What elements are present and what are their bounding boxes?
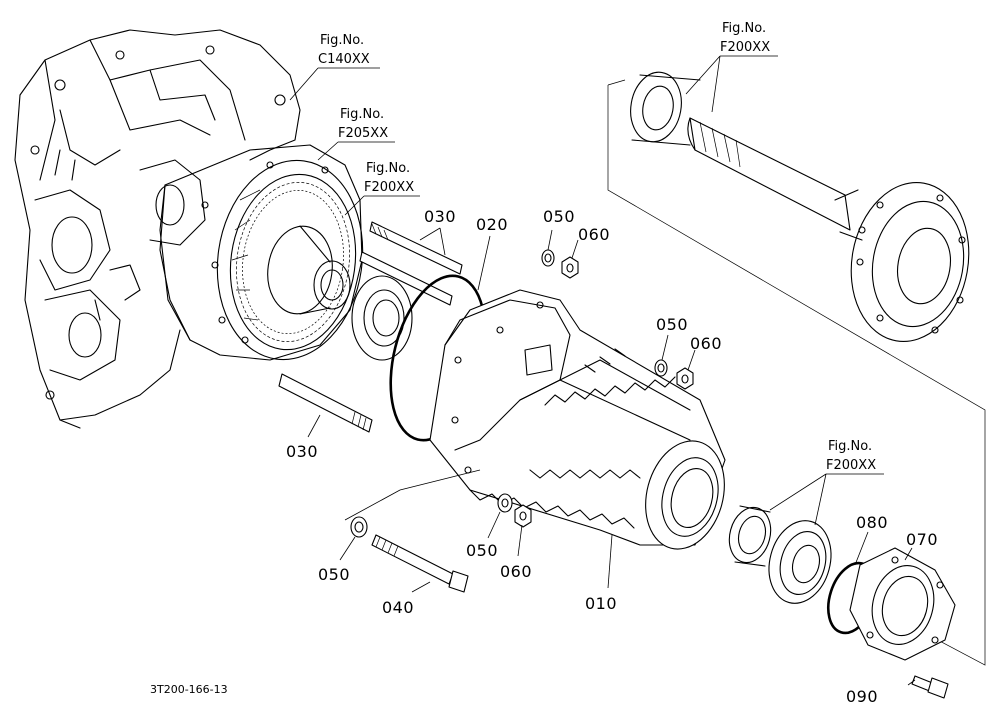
svg-text:F200XX: F200XX (720, 40, 770, 55)
part-label-070: 070 (906, 530, 938, 549)
outer-bearing (768, 520, 832, 604)
bolt-040 (371, 534, 469, 593)
leader-lines (289, 55, 916, 686)
studs-030 (278, 221, 463, 433)
fig-ref-f200-a: Fig.No. F200XX (364, 161, 414, 195)
part-label-090: 090 (846, 687, 878, 706)
fig-ref-f200-c: Fig.No. F200XX (826, 439, 876, 473)
svg-text:Fig.No.: Fig.No. (340, 107, 384, 122)
svg-text:Fig.No.: Fig.No. (828, 439, 872, 454)
part-label-050-middle: 050 (656, 315, 688, 334)
part-label-010: 010 (585, 594, 617, 613)
fig-ref-f205: Fig.No. F205XX (338, 107, 388, 141)
washer-050-b (654, 359, 668, 377)
part-label-040: 040 (382, 598, 414, 617)
part-label-080: 080 (856, 513, 888, 532)
washer-050-a (541, 249, 555, 267)
svg-text:Fig.No.: Fig.No. (366, 161, 410, 176)
part-label-060-lower: 060 (500, 562, 532, 581)
svg-text:Fig.No.: Fig.No. (320, 33, 364, 48)
part-label-030-lower: 030 (286, 442, 318, 461)
svg-text:C140XX: C140XX (318, 52, 370, 67)
part-label-050-lower-left: 050 (318, 565, 350, 584)
nut-060-b (676, 367, 694, 390)
part-label-030-upper: 030 (424, 207, 456, 226)
part-label-050-lower-mid: 050 (466, 541, 498, 560)
diagram-code: 3T200-166-13 (150, 683, 228, 696)
svg-text:F200XX: F200XX (826, 458, 876, 473)
svg-text:Fig.No.: Fig.No. (722, 21, 766, 36)
bearing-cover-070 (849, 547, 956, 661)
inner-bearing (351, 275, 413, 361)
washer-050-d (497, 493, 513, 513)
outer-seal (728, 505, 772, 567)
transmission-case (14, 29, 301, 429)
fig-ref-f200-b: Fig.No. F200XX (720, 21, 770, 55)
part-label-050-upper: 050 (543, 207, 575, 226)
svg-text:F205XX: F205XX (338, 126, 388, 141)
svg-text:F200XX: F200XX (364, 180, 414, 195)
bolt-090 (911, 675, 949, 699)
ring-gear-housing (159, 144, 364, 361)
axle-housing-010 (429, 289, 726, 550)
axle-shaft-assembly (607, 71, 986, 666)
part-label-020: 020 (476, 215, 508, 234)
part-label-060-middle: 060 (690, 334, 722, 353)
nut-060-a (561, 256, 579, 279)
washer-050-c (350, 516, 368, 538)
part-label-060-upper: 060 (578, 225, 610, 244)
fig-ref-c140: Fig.No. C140XX (318, 33, 370, 67)
nut-060-c (514, 504, 532, 528)
